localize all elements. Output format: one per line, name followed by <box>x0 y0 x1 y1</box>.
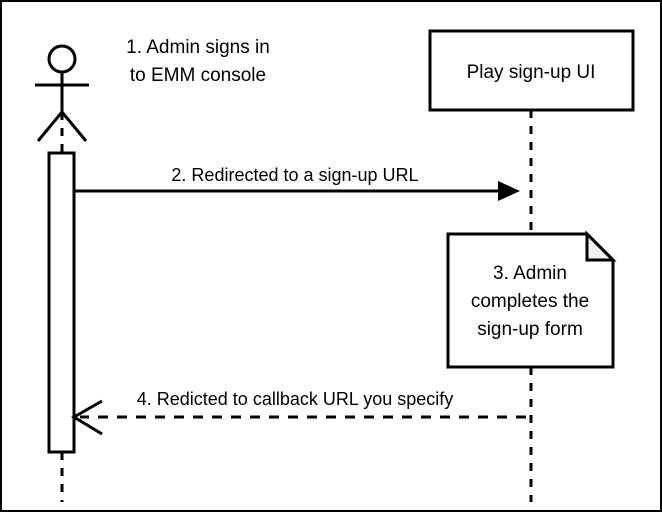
message-2-redirected-to-signup-url: 2. Redirected to a sign-up URL <box>73 165 520 201</box>
note-label-line3: sign-up form <box>477 319 583 340</box>
actor-label-line2: to EMM console <box>130 65 266 86</box>
message-4-label: 4. Redicted to callback URL you specify <box>137 389 454 409</box>
actor-head-icon <box>47 44 77 74</box>
actor-leg-right-icon <box>60 111 88 142</box>
play-signup-ui-box <box>428 29 635 112</box>
message-4-redirected-to-callback-url: 4. Redicted to callback URL you specify <box>71 389 526 436</box>
message-4-arrowhead-open <box>71 399 103 436</box>
actor-leg-left-icon <box>36 111 64 142</box>
message-2-label: 2. Redirected to a sign-up URL <box>171 165 418 185</box>
admin-completes-form-note: 3. Admin completes the sign-up form <box>446 230 617 369</box>
note-body <box>446 232 615 369</box>
message-2-arrowhead-filled <box>498 181 520 201</box>
play-signup-ui-label: Play sign-up UI <box>467 62 596 83</box>
note-label-line1: 3. Admin <box>493 263 567 284</box>
actor-activation-bar <box>47 151 76 454</box>
note-label-line2: completes the <box>471 291 589 312</box>
admin-actor-figure <box>35 44 89 142</box>
note-folded-corner-icon <box>585 230 617 262</box>
actor-label-line1: 1. Admin signs in <box>126 37 270 58</box>
